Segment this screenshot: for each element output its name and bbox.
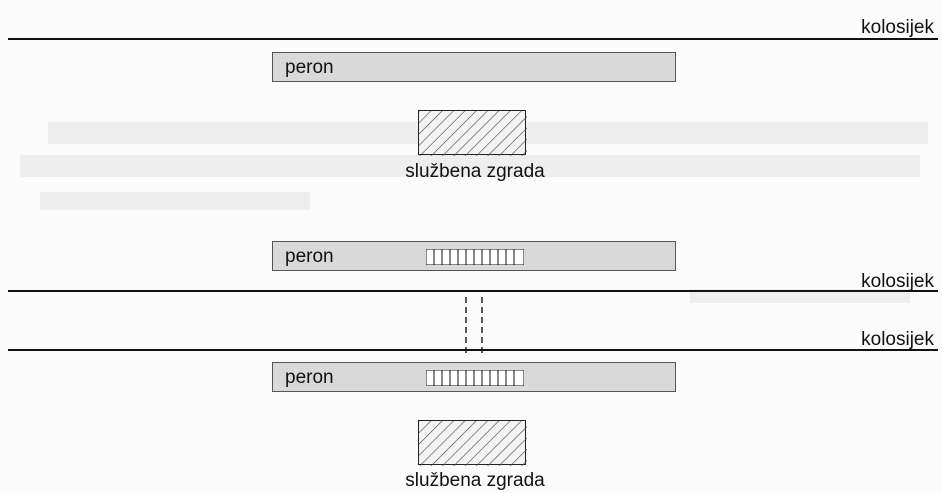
- track-label-top-scheme: kolosijek: [861, 17, 934, 38]
- service-building-label-bottom-scheme: službena zgrada: [405, 470, 545, 491]
- platform-lower-bottom-scheme: peron: [272, 362, 676, 392]
- service-building-top-scheme: [418, 110, 527, 156]
- hatch-icon: [419, 111, 527, 156]
- platform-top-scheme: peron: [272, 52, 676, 82]
- track-label-upper-bottom-scheme: kolosijek: [861, 271, 934, 292]
- platform-label-lower-bottom-scheme: peron: [285, 367, 334, 388]
- track-upper-bottom-scheme: [8, 290, 938, 292]
- background-bleed: [690, 289, 910, 303]
- stair-icon: [426, 249, 524, 265]
- platform-label-upper-bottom-scheme: peron: [285, 246, 334, 267]
- hatch-icon: [419, 421, 527, 466]
- track-lower-bottom-scheme: [8, 349, 938, 351]
- platform-upper-bottom-scheme: peron: [272, 241, 676, 271]
- service-building-label-top-scheme: službena zgrada: [405, 161, 545, 182]
- platform-label-top-scheme: peron: [285, 57, 334, 78]
- track-label-lower-bottom-scheme: kolosijek: [861, 329, 934, 350]
- track-top-scheme: [8, 38, 938, 40]
- background-bleed: [20, 155, 920, 177]
- underpass-connector: [465, 297, 483, 353]
- stair-icon: [426, 370, 524, 386]
- background-bleed: [40, 192, 310, 210]
- service-building-bottom-scheme: [418, 420, 527, 466]
